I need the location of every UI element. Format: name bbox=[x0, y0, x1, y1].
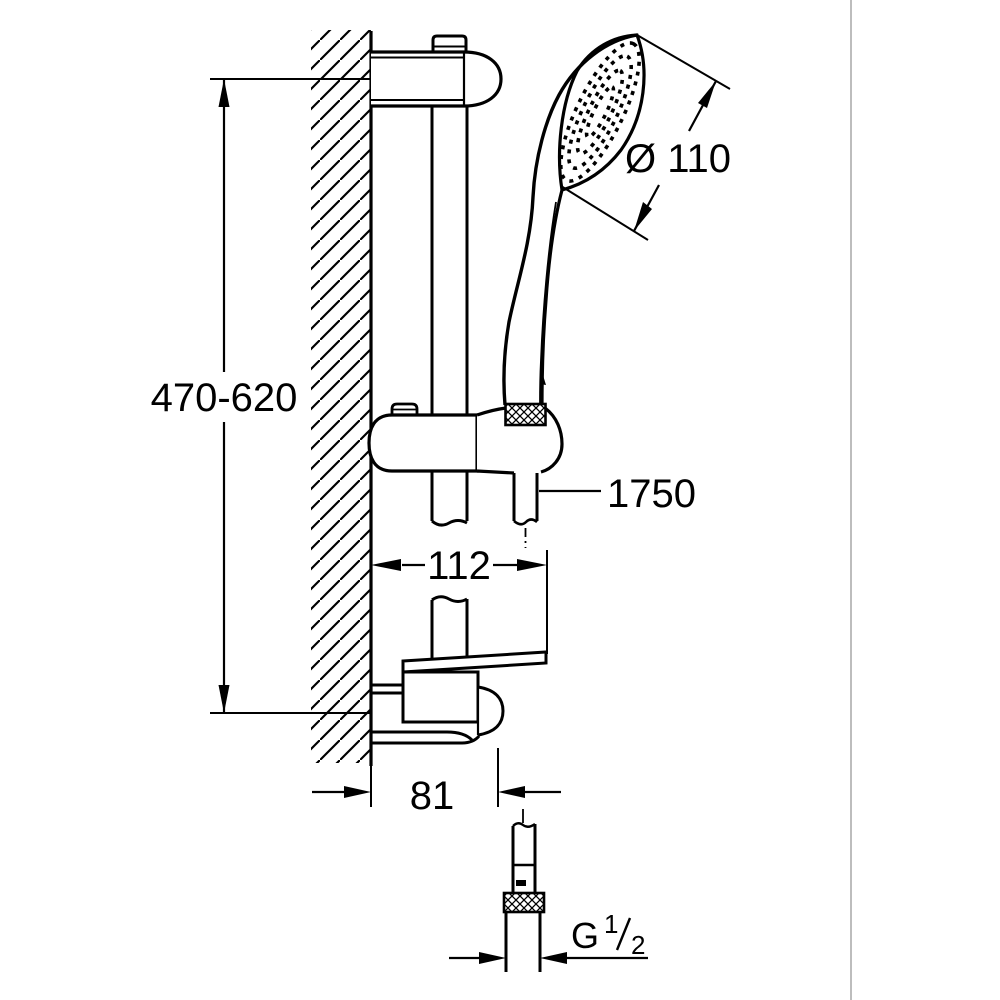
arrow-right bbox=[517, 559, 547, 571]
arrow-down bbox=[218, 685, 230, 713]
bottom-arm-bottom bbox=[371, 735, 481, 745]
head-diameter-label: Ø 110 bbox=[625, 137, 731, 181]
dimension-thread: G 1 2 bbox=[449, 909, 648, 964]
hand-shower bbox=[502, 33, 646, 406]
soap-tray bbox=[401, 650, 548, 674]
hose-end-fitting bbox=[502, 809, 546, 972]
thread-numerator: 1 bbox=[604, 909, 618, 939]
bottom-bracket-block bbox=[401, 670, 480, 724]
arrow-to-bracket bbox=[498, 786, 525, 798]
wall-section bbox=[311, 30, 373, 766]
arrow-up bbox=[218, 79, 230, 107]
wall-hatching bbox=[311, 30, 371, 763]
handle-coupling-nut bbox=[504, 402, 547, 427]
fitting-detail-mark bbox=[516, 880, 526, 886]
arrow-left bbox=[371, 559, 401, 571]
hose-break bbox=[513, 518, 538, 526]
slider-body bbox=[367, 413, 479, 473]
arrow-lower-left bbox=[634, 202, 652, 231]
shower-head-outline bbox=[502, 33, 638, 406]
fitting-knurled-nut bbox=[502, 891, 546, 914]
arrow-upper-right bbox=[698, 81, 716, 108]
dimension-head-diameter: Ø 110 bbox=[560, 34, 731, 241]
bottom-bracket bbox=[371, 650, 548, 745]
rail-break-upper bbox=[431, 519, 468, 527]
handle-detail-mark bbox=[540, 372, 546, 385]
fraction-slash bbox=[615, 917, 632, 951]
arrow-hose-left bbox=[479, 952, 506, 964]
thread-g-label: G bbox=[571, 915, 599, 956]
top-bracket bbox=[371, 34, 503, 108]
overall-depth-label: 112 bbox=[427, 544, 491, 588]
top-bracket-body bbox=[371, 50, 503, 108]
bracket-depth-label: 81 bbox=[410, 774, 455, 818]
dimension-hose-length: 1750 bbox=[539, 472, 696, 516]
thread-denominator: 2 bbox=[631, 930, 645, 960]
bottom-bracket-cap bbox=[477, 685, 505, 737]
dimension-overall-depth: 112 bbox=[371, 544, 548, 654]
slider-holder bbox=[367, 402, 564, 548]
rail-break-lower bbox=[431, 595, 468, 603]
bottom-arm-top bbox=[371, 730, 474, 742]
arrow-to-wall bbox=[344, 786, 371, 798]
handshower-cup bbox=[476, 406, 564, 475]
dimension-bracket-depth: 81 bbox=[312, 748, 561, 818]
arrow-hose-right bbox=[540, 952, 567, 964]
hose-length-label: 1750 bbox=[607, 472, 696, 516]
dimension-rail-height: 470-620 bbox=[151, 78, 371, 714]
shower-rail bbox=[430, 106, 469, 662]
top-bracket-knob bbox=[431, 34, 468, 52]
handle-inner-line bbox=[539, 201, 557, 404]
spray-nozzle-pattern bbox=[559, 41, 642, 183]
rail-height-label: 470-620 bbox=[151, 376, 298, 420]
